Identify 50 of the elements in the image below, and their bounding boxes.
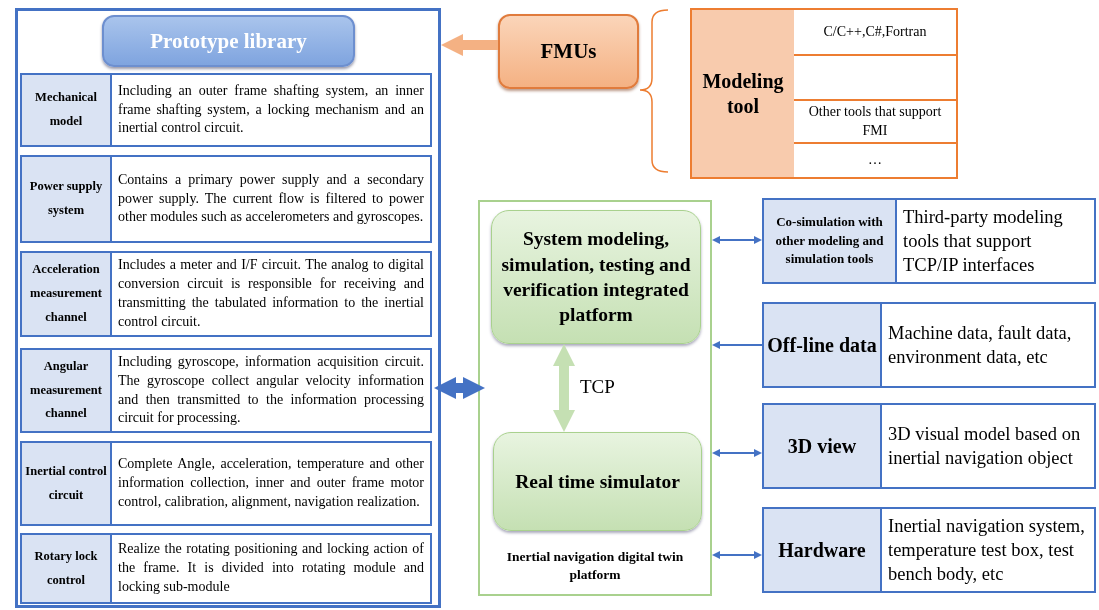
platform-frame [478, 200, 712, 596]
row-description: Including gyroscope, information acquisition circuit. The gyroscope collect angular velocity information and then transmitted to the information processing circuit for processing. [118, 352, 424, 428]
row-heading: Rotary lock control [22, 535, 112, 602]
process-box: System modeling, simulation, testing and verification integrated platform [491, 210, 701, 344]
table-cell: Other tools that support FMI [794, 99, 956, 142]
row-heading: 3D view [764, 405, 882, 487]
module-row [762, 507, 1096, 593]
panel-title: Prototype library [102, 15, 355, 67]
module-row [762, 403, 1096, 489]
double-arrow [553, 344, 575, 432]
fmu-label: FMUs [540, 39, 597, 64]
row-heading: Angular measurement channel [22, 350, 112, 431]
table-heading: Modeling tool [692, 10, 796, 177]
module-row [762, 302, 1096, 388]
module-row [20, 155, 432, 243]
module-row [20, 348, 432, 433]
library-panel [15, 8, 441, 608]
row-description: Third-party modeling tools that support TCP/IP interfaces [903, 205, 1064, 277]
row-description: Complete Angle, acceleration, temperature and other information collection, inner and outer frame motor control, calibration, alignment, navigation realization. [118, 455, 424, 511]
module-row [20, 533, 432, 604]
row-description: Includes a meter and I/F circuit. The analog to digital conversion circuit is responsible for receiving and transmitting the tabulated information to the inertial control circuit. [118, 256, 424, 331]
row-description: 3D visual model based on inertial navigation object [888, 422, 1082, 470]
row-description: Realize the rotating positioning and locking action of the frame. It is divided into rotating module and locking sub-module [118, 540, 424, 596]
platform-caption: Inertial navigation digital twin platform [505, 548, 685, 585]
row-heading: Off-line data [764, 304, 882, 386]
double-arrow [712, 449, 762, 457]
row-description: Contains a primary power supply and a secondary power supply. The current flow is filtered to power other modules such as accelerometers and gyroscopes. [118, 170, 424, 227]
module-row [20, 441, 432, 526]
row-heading: Power supply system [22, 157, 112, 241]
row-heading: Mechanical model [22, 75, 112, 145]
process-box: Real time simulator [493, 432, 702, 531]
module-row [762, 198, 1096, 284]
module-row [20, 251, 432, 337]
empty-table-cell [794, 54, 956, 99]
row-heading: Acceleration measurement channel [22, 253, 112, 335]
arrow [712, 341, 763, 349]
modeling-tool-table [690, 8, 958, 179]
row-heading: Inertial control circuit [22, 443, 112, 524]
row-description: Machine data, fault data, environment data, etc [888, 321, 1073, 369]
arrow [441, 34, 498, 56]
fmu-box [498, 14, 639, 89]
row-heading: Hardware [764, 509, 882, 591]
double-arrow [712, 551, 762, 559]
row-description: Including an outer frame shafting system, an inner frame shafting system, a locking mechanism and an inertial control circuit. [118, 81, 424, 138]
module-row [20, 73, 432, 147]
row-description: Inertial navigation system, temperature test box, test bench body, etc [888, 514, 1086, 586]
double-arrow [434, 377, 485, 399]
row-heading: Co-simulation with other modeling and simulation tools [764, 200, 897, 282]
double-arrow [712, 236, 762, 244]
table-cell: … [794, 142, 956, 177]
